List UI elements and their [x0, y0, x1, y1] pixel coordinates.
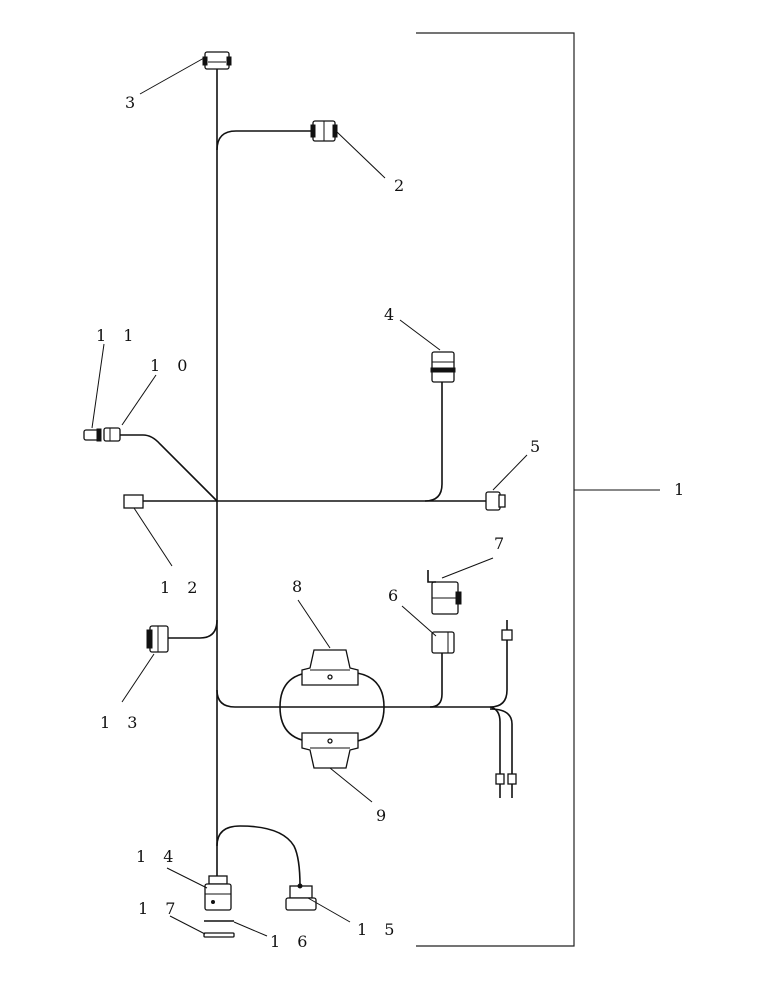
- callout-labels: 1 2 3 4 5 6 7 8 9 1 0 1 1 1 2 1 3 1 4 1 …: [96, 93, 690, 951]
- connector-15: [285, 883, 317, 911]
- plug-17: [203, 932, 235, 938]
- callout-4: 4: [384, 305, 400, 324]
- callout-12: 1 2: [160, 578, 203, 597]
- assembly-bracket: [416, 32, 660, 947]
- part-12: [123, 494, 144, 509]
- callout-11: 1 1: [96, 326, 139, 345]
- callout-5: 5: [530, 437, 546, 456]
- callout-7: 7: [494, 534, 510, 553]
- callout-6: 6: [388, 586, 404, 605]
- callout-16: 1 6: [270, 932, 313, 951]
- callout-8: 8: [292, 577, 308, 596]
- connector-3: [202, 51, 232, 70]
- connector-5: [485, 491, 506, 511]
- callout-13: 1 3: [100, 713, 143, 732]
- connector-2: [310, 120, 338, 142]
- housing-8: [301, 649, 359, 686]
- connector-13: [146, 625, 169, 653]
- callout-10: 1 0: [150, 356, 193, 375]
- small-connector: [501, 620, 513, 641]
- connector-14: [204, 875, 232, 911]
- connector-4: [430, 351, 456, 383]
- callout-1: 1: [674, 480, 690, 499]
- callout-17: 1 7: [138, 899, 181, 918]
- connector-10: [103, 427, 121, 442]
- harness-wires: [118, 68, 513, 887]
- callout-3: 3: [125, 93, 141, 112]
- callout-14: 1 4: [136, 847, 179, 866]
- callout-2: 2: [394, 176, 410, 195]
- terminal-leads: [495, 773, 517, 798]
- connector-7: [427, 570, 462, 615]
- connector-11: [83, 428, 102, 442]
- housing-9: [301, 732, 359, 769]
- connector-6: [431, 631, 455, 654]
- leader-lines: [91, 57, 528, 937]
- callout-9: 9: [376, 806, 392, 825]
- callout-15: 1 5: [357, 920, 400, 939]
